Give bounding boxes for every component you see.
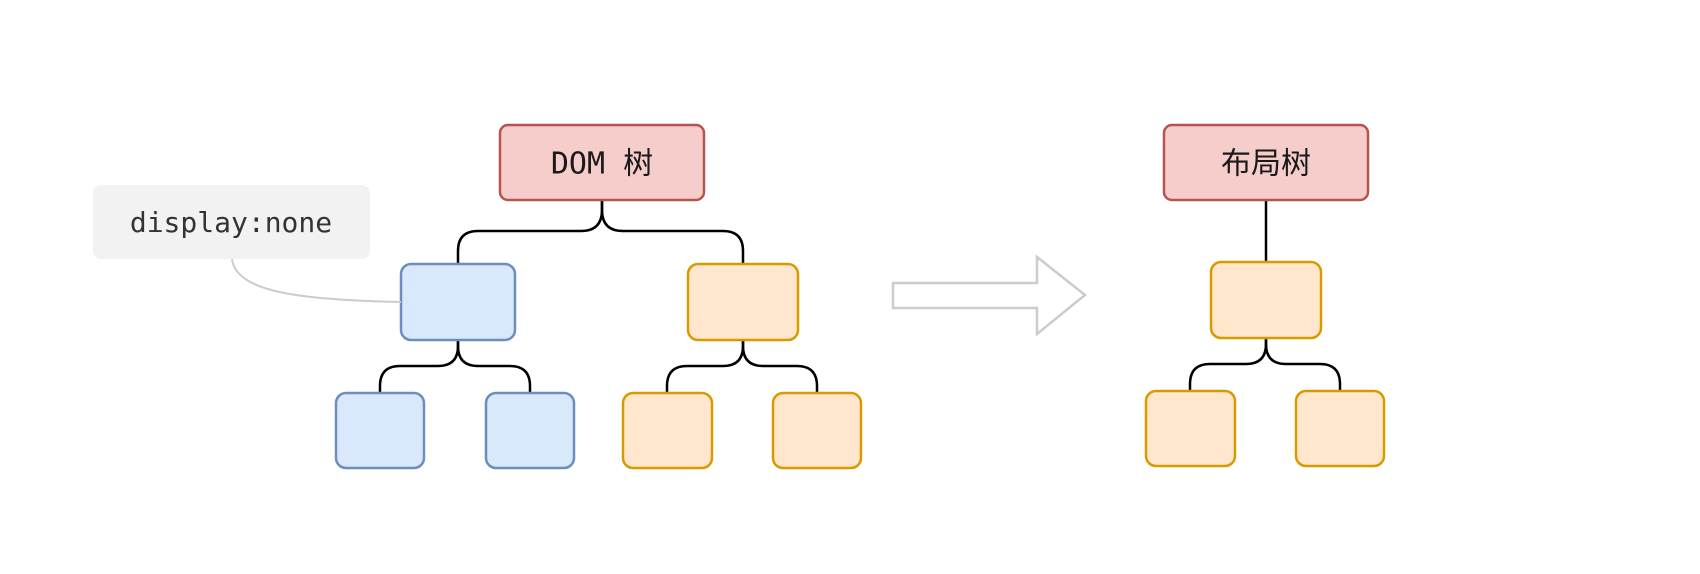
layout-node	[1209, 260, 1323, 340]
layout-child-node-1	[1144, 389, 1237, 468]
annotation-connector	[231, 258, 402, 303]
dom-tree: DOM 树	[334, 123, 863, 470]
edge-dom-root-to-hidden	[456, 200, 604, 264]
dom-tree-edges	[378, 200, 819, 393]
transform-arrow	[891, 254, 1087, 337]
edge-hidden-to-hidden-child-2	[456, 340, 532, 393]
visible-node	[686, 262, 800, 342]
edge-layout-node-to-child-2	[1264, 338, 1342, 391]
dom-tree-root-node	[498, 123, 706, 202]
dom-tree-root-label: DOM 树	[551, 147, 653, 182]
layout-tree: 布局树	[1144, 123, 1386, 468]
annotation-box	[93, 185, 370, 259]
hidden-child-node-1	[334, 391, 426, 470]
annotation-text: display:none	[130, 206, 332, 239]
edge-visible-to-visible-child-2	[741, 340, 819, 393]
layout-tree-root-node	[1162, 123, 1370, 202]
visible-child-node-1	[621, 391, 714, 470]
edge-layout-node-to-child-1	[1188, 338, 1268, 391]
edge-dom-root-to-visible	[600, 200, 745, 264]
edge-visible-to-visible-child-1	[665, 340, 745, 393]
hidden-child-node-2	[484, 391, 576, 470]
layout-child-node-2	[1294, 389, 1386, 468]
visible-child-node-2	[771, 391, 863, 470]
hidden-node	[399, 262, 517, 342]
layout-tree-edges	[1188, 200, 1342, 391]
display-none-annotation: display:none	[93, 185, 402, 303]
edge-hidden-to-hidden-child-1	[378, 340, 460, 393]
layout-tree-root-label: 布局树	[1221, 147, 1311, 182]
